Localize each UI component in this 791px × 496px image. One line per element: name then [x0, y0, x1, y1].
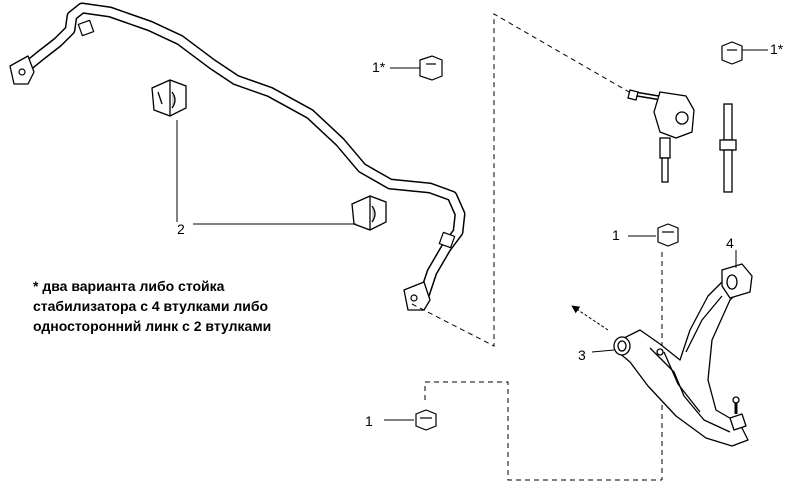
label-1-star-left: 1*	[372, 59, 386, 75]
label-2: 2	[177, 221, 185, 237]
footnote: * два варианта либо стойка стабилизатора…	[33, 276, 333, 336]
label-1-bottom: 1	[365, 413, 373, 429]
bushing-1-bottom	[384, 409, 437, 431]
footnote-line-3: односторонний линк с 2 втулками	[33, 318, 272, 334]
stabilizer-bar	[9, 2, 466, 311]
stabilizer-bushing-lower	[351, 195, 387, 231]
label-3: 3	[578, 347, 586, 363]
label-1-mid: 1	[612, 227, 620, 243]
link-bolt	[719, 103, 737, 193]
stabilizer-bushing-upper	[151, 79, 187, 117]
leader-lines-item-2	[176, 120, 356, 225]
label-1-star-right: 1*	[770, 41, 784, 57]
direction-arrow	[571, 305, 609, 331]
leader-lines-arm	[591, 250, 737, 353]
lower-control-arm	[613, 263, 753, 447]
dashed-connector-upper	[411, 13, 637, 347]
dashed-connector-lower	[424, 381, 662, 481]
stabilizer-link	[627, 89, 695, 183]
bushing-1-star-left	[390, 55, 443, 81]
footnote-line-2: стабилизатора с 4 втулками либо	[33, 298, 269, 314]
footnote-line-1: * два варианта либо стойка	[33, 278, 225, 294]
label-4: 4	[726, 235, 734, 251]
bushing-1-star-right	[721, 41, 768, 65]
bushing-1-mid	[628, 223, 679, 247]
